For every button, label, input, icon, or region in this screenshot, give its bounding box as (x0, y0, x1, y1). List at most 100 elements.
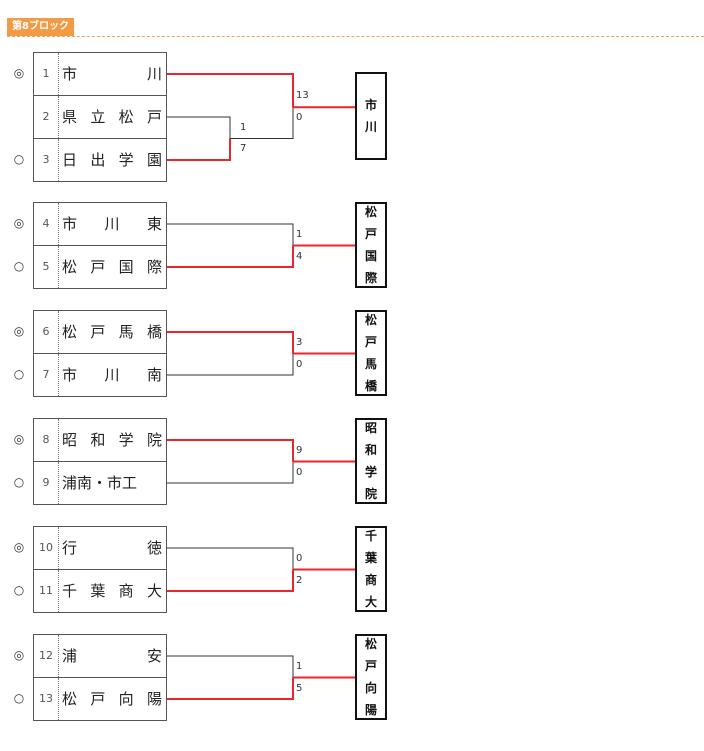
school-name-char: 商 (118, 582, 134, 600)
seed-mark: ◎ (13, 216, 25, 230)
winner-box: 千葉商大 (355, 526, 387, 612)
school-name-char: 戸 (146, 108, 162, 126)
school-name-char: 浦 (62, 647, 78, 665)
school-name-char: 浦南・市工 (62, 474, 138, 492)
school-name-char: 千 (62, 582, 78, 600)
school-name-char: 園 (146, 151, 162, 169)
seed-number: 1 (34, 53, 59, 95)
school-name: 千葉商大 (62, 570, 162, 612)
winner-name-char: 市 (364, 98, 377, 112)
school-name-char: 川 (146, 65, 162, 83)
bracket-line-win (166, 245, 294, 268)
school-name: 市川 (62, 53, 162, 95)
seed-mark: ◎ (13, 66, 25, 80)
score: 1 (240, 121, 247, 133)
school-name-char: 学 (118, 151, 134, 169)
bracket-line-win (166, 73, 294, 108)
score: 0 (296, 358, 303, 370)
seed-number: 10 (34, 527, 59, 569)
winner-name-char: 川 (364, 120, 377, 134)
score: 0 (296, 552, 303, 564)
school-name-char: 葉 (90, 582, 106, 600)
school-name: 松戸国際 (62, 246, 162, 288)
winner-name-char: 橋 (364, 379, 377, 393)
seed-mark: ◎ (13, 324, 25, 338)
bracket-line-win (166, 677, 294, 700)
winner-name-char: 昭 (364, 421, 377, 435)
school-name-char: 日 (62, 151, 78, 169)
winner-box: 市川 (355, 72, 387, 160)
seed-number: 4 (34, 203, 59, 245)
seed-mark: ○ (13, 152, 25, 166)
school-name: 行徳 (62, 527, 162, 569)
school-name-char: 戸 (90, 690, 106, 708)
winner-name-char: 葉 (364, 551, 377, 565)
score: 4 (296, 250, 303, 262)
winner-name-char: 千 (364, 529, 377, 543)
seed-number: 5 (34, 246, 59, 288)
score: 3 (296, 336, 303, 348)
winner-name-char: 際 (364, 271, 377, 285)
winner-box: 松戸国際 (355, 202, 387, 288)
seed-mark: ○ (13, 583, 25, 597)
school-name: 日出学園 (62, 139, 162, 181)
bracket-line-lose (166, 116, 231, 139)
school-name: 浦安 (62, 635, 162, 677)
seed-mark: ○ (13, 259, 25, 273)
school-name: 昭和学院 (62, 419, 162, 461)
school-name: 松戸馬橋 (62, 311, 162, 353)
school-name-char: 和 (90, 431, 106, 449)
school-name-char: 松 (118, 108, 134, 126)
school-name-char: 市 (62, 366, 78, 384)
winner-name-char: 学 (364, 465, 377, 479)
seed-number: 8 (34, 419, 59, 461)
seed-mark: ◎ (13, 432, 25, 446)
seed-mark: ○ (13, 475, 25, 489)
bracket-line-lose (166, 547, 294, 570)
winner-name-char: 松 (364, 637, 377, 651)
score: 9 (296, 444, 303, 456)
bracket-line-lose (166, 223, 294, 246)
school-name: 県立松戸 (62, 96, 162, 138)
bracket-line-lose (166, 461, 294, 484)
school-name-char: 出 (90, 151, 106, 169)
score: 5 (296, 682, 303, 694)
school-name-char: 向 (118, 690, 134, 708)
winner-name-char: 松 (364, 313, 377, 327)
school-name-char: 橋 (146, 323, 162, 341)
school-name-char: 市 (62, 65, 78, 83)
score: 0 (296, 112, 303, 124)
bracket-line-lose (166, 353, 294, 376)
seed-number: 9 (34, 462, 59, 504)
school-name-char: 戸 (90, 258, 106, 276)
bracket-line-lose (166, 655, 294, 678)
score: 1 (296, 228, 303, 240)
school-name-char: 院 (146, 431, 162, 449)
winner-name-char: 陽 (364, 703, 377, 717)
school-name-char: 松 (62, 258, 78, 276)
winner-name-char: 大 (364, 595, 377, 609)
school-name-char: 馬 (118, 323, 134, 341)
school-name-char: 松 (62, 690, 78, 708)
winner-name-char: 戸 (364, 335, 377, 349)
seed-number: 12 (34, 635, 59, 677)
block-title: 第8ブロック (7, 18, 74, 36)
winner-name-char: 院 (364, 487, 377, 501)
score: 7 (240, 142, 247, 154)
school-name-char: 松 (62, 323, 78, 341)
school-name-char: 立 (90, 108, 106, 126)
seed-number: 2 (34, 96, 59, 138)
winner-name-char: 戸 (364, 227, 377, 241)
school-name: 市川東 (62, 203, 162, 245)
school-name-char: 県 (62, 108, 78, 126)
